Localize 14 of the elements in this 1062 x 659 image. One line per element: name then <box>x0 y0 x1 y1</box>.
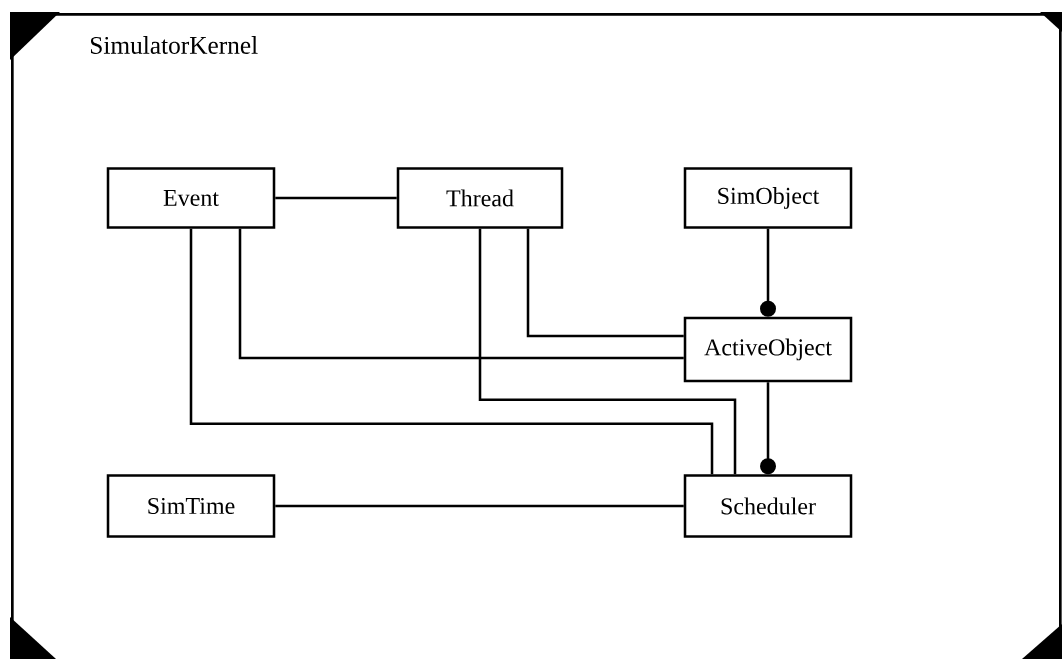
class-box: SimTime <box>106 474 276 538</box>
class-box: ActiveObject <box>683 316 853 383</box>
class-box: Scheduler <box>683 474 853 538</box>
connector <box>760 228 776 317</box>
connector <box>238 228 684 360</box>
connector <box>760 382 776 475</box>
connector <box>189 228 714 475</box>
connector <box>526 228 684 338</box>
class-box: SimObject <box>683 167 853 229</box>
connector <box>275 504 684 508</box>
class-box: Event <box>106 167 276 229</box>
class-box: Thread <box>396 167 564 229</box>
connector <box>275 196 397 200</box>
connector <box>478 228 737 475</box>
